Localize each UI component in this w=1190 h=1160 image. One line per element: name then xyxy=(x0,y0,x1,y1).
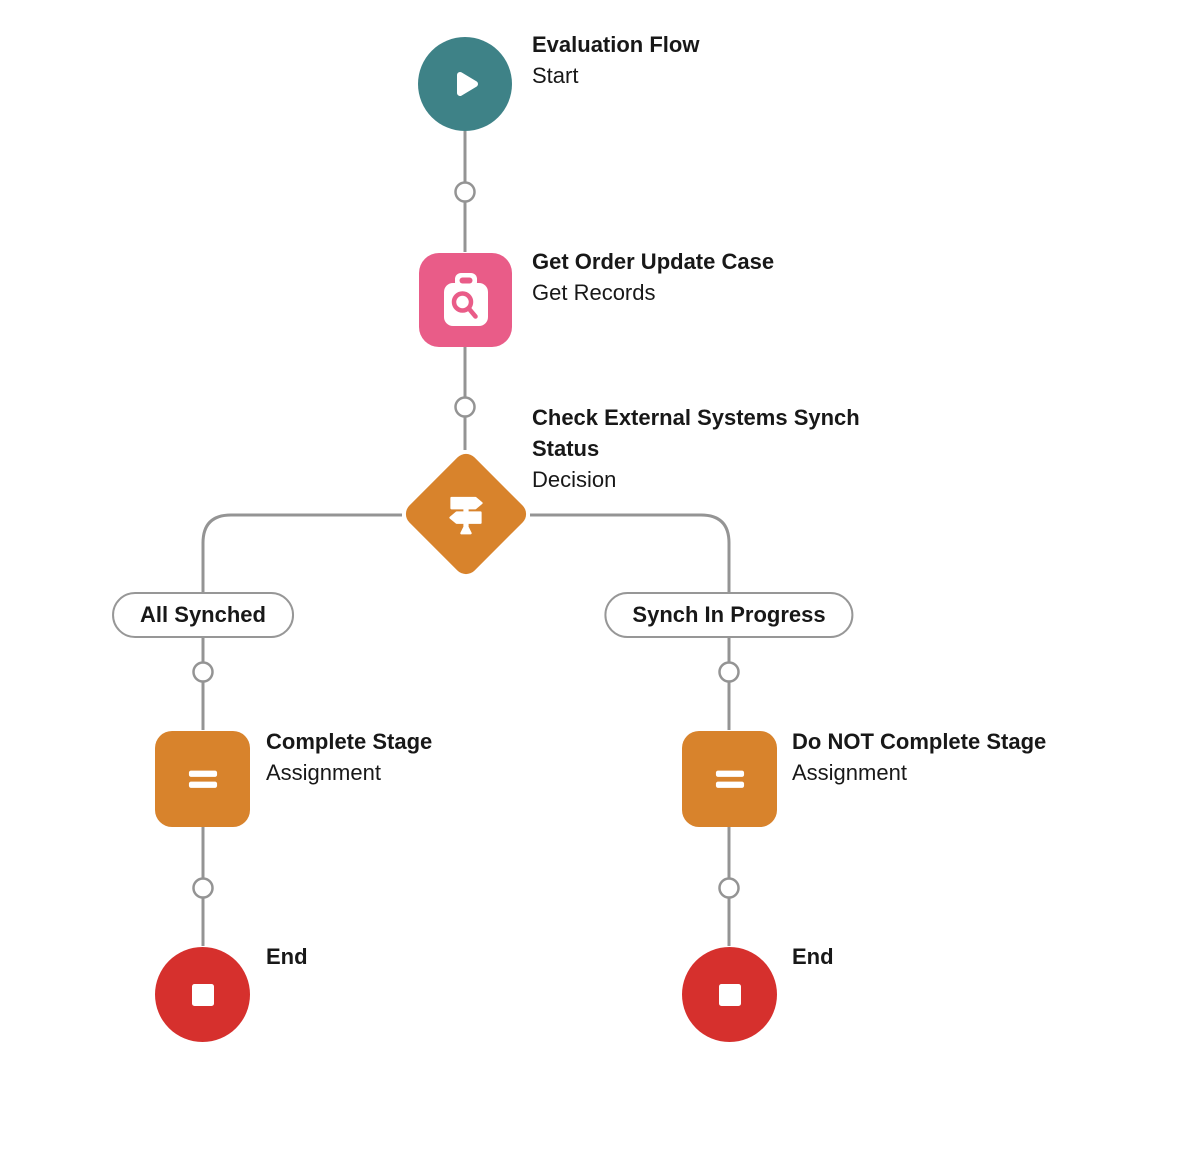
clipboard-search-icon xyxy=(443,273,488,326)
node-subtitle: Start xyxy=(532,63,579,88)
decision-node[interactable] xyxy=(400,448,532,580)
node-subtitle: Decision xyxy=(532,467,617,492)
assignment-node-complete-stage[interactable] xyxy=(155,731,250,827)
stop-square-icon xyxy=(718,983,741,1006)
node-subtitle: Assignment xyxy=(266,760,381,785)
signpost-icon xyxy=(449,496,483,535)
end-node-right[interactable] xyxy=(682,947,777,1042)
add-element-button[interactable] xyxy=(718,877,740,899)
start-node[interactable] xyxy=(418,37,512,131)
node-title: Get Order Update Case xyxy=(532,249,775,274)
node-title: Evaluation Flow xyxy=(532,32,700,57)
start-node-label: Evaluation Flow Start xyxy=(532,29,699,91)
equals-icon xyxy=(715,770,744,788)
add-element-button[interactable] xyxy=(192,661,214,683)
stop-square-icon xyxy=(191,983,214,1006)
connector-line xyxy=(201,513,402,592)
add-element-button[interactable] xyxy=(718,661,740,683)
branch-label-synch-in-progress[interactable]: Synch In Progress xyxy=(604,592,854,638)
assignment-right-label: Do NOT Complete Stage Assignment xyxy=(792,726,1046,788)
node-subtitle: Assignment xyxy=(792,760,907,785)
equals-icon xyxy=(188,770,217,788)
decision-node-label: Check External Systems Synch Status Deci… xyxy=(532,402,862,495)
connector-line xyxy=(530,513,731,592)
get-records-node[interactable] xyxy=(419,253,512,347)
node-title: Complete Stage xyxy=(266,729,433,754)
end-node-left[interactable] xyxy=(155,947,250,1042)
node-title: End xyxy=(792,944,834,969)
play-icon xyxy=(457,72,478,96)
end-left-label: End xyxy=(266,941,308,972)
get-records-node-label: Get Order Update Case Get Records xyxy=(532,246,774,308)
node-subtitle: Get Records xyxy=(532,280,656,305)
node-title: Check External Systems Synch Status xyxy=(532,405,860,461)
add-element-button[interactable] xyxy=(454,181,476,203)
assignment-left-label: Complete Stage Assignment xyxy=(266,726,432,788)
add-element-button[interactable] xyxy=(192,877,214,899)
add-element-button[interactable] xyxy=(454,396,476,418)
node-title: End xyxy=(266,944,308,969)
assignment-node-do-not-complete-stage[interactable] xyxy=(682,731,777,827)
branch-label-all-synched[interactable]: All Synched xyxy=(112,592,294,638)
end-right-label: End xyxy=(792,941,834,972)
node-title: Do NOT Complete Stage xyxy=(792,729,1047,754)
